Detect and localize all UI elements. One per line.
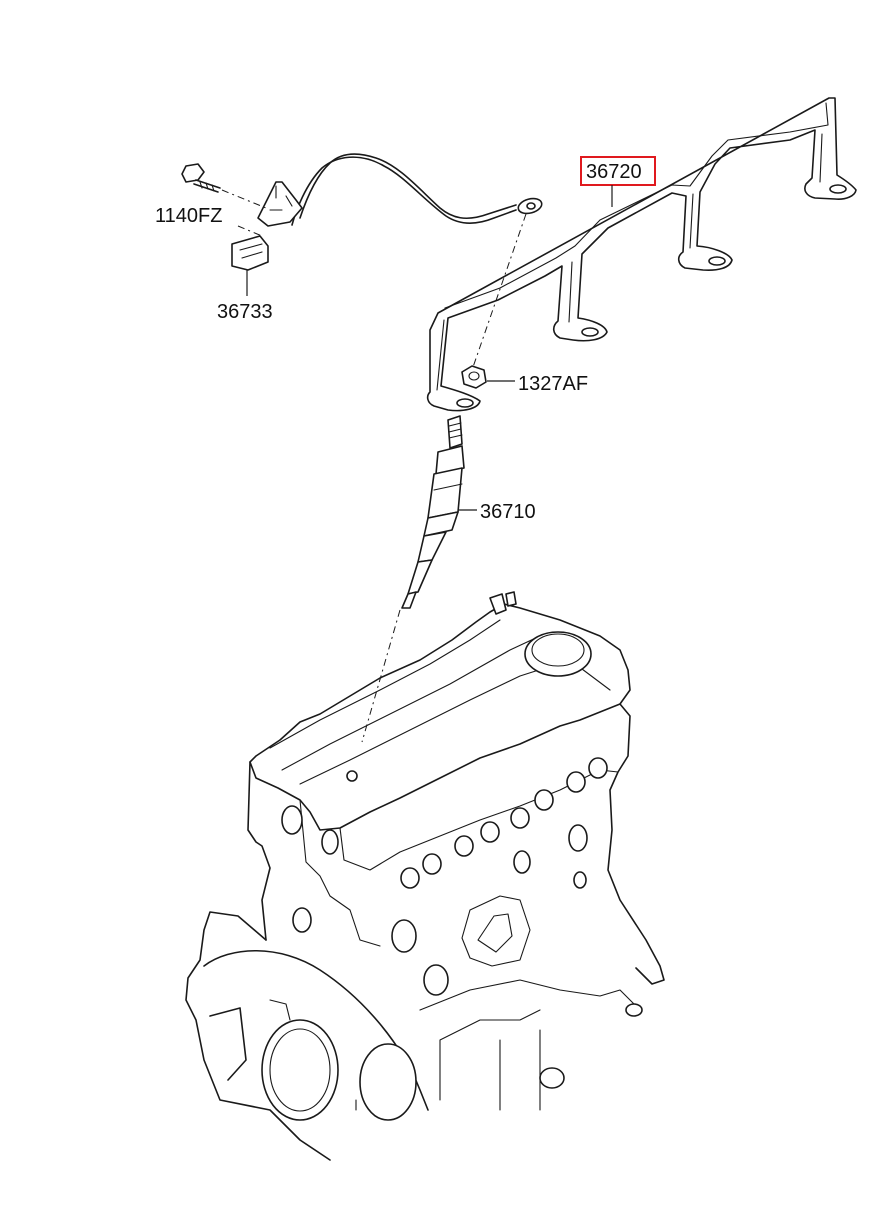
- label-36733[interactable]: 36733: [217, 301, 273, 323]
- label-1140fz[interactable]: 1140FZ: [155, 205, 222, 227]
- ground-lead: [291, 153, 543, 371]
- label-36720[interactable]: 36720: [586, 161, 642, 183]
- part-labels: 36720 36733 1140FZ 1327AF 36710: [155, 156, 656, 523]
- label-36710[interactable]: 36710: [480, 501, 536, 523]
- label-1327af[interactable]: 1327AF: [518, 373, 588, 395]
- glow-plug-36710: [361, 415, 477, 743]
- bolt-1140fz: [181, 163, 267, 209]
- wiring-harness-36720: [426, 97, 857, 412]
- engine-block: [185, 591, 665, 1161]
- connector-36733: [231, 181, 303, 296]
- nut-1327af: [461, 365, 515, 389]
- highlight-box: [580, 156, 656, 186]
